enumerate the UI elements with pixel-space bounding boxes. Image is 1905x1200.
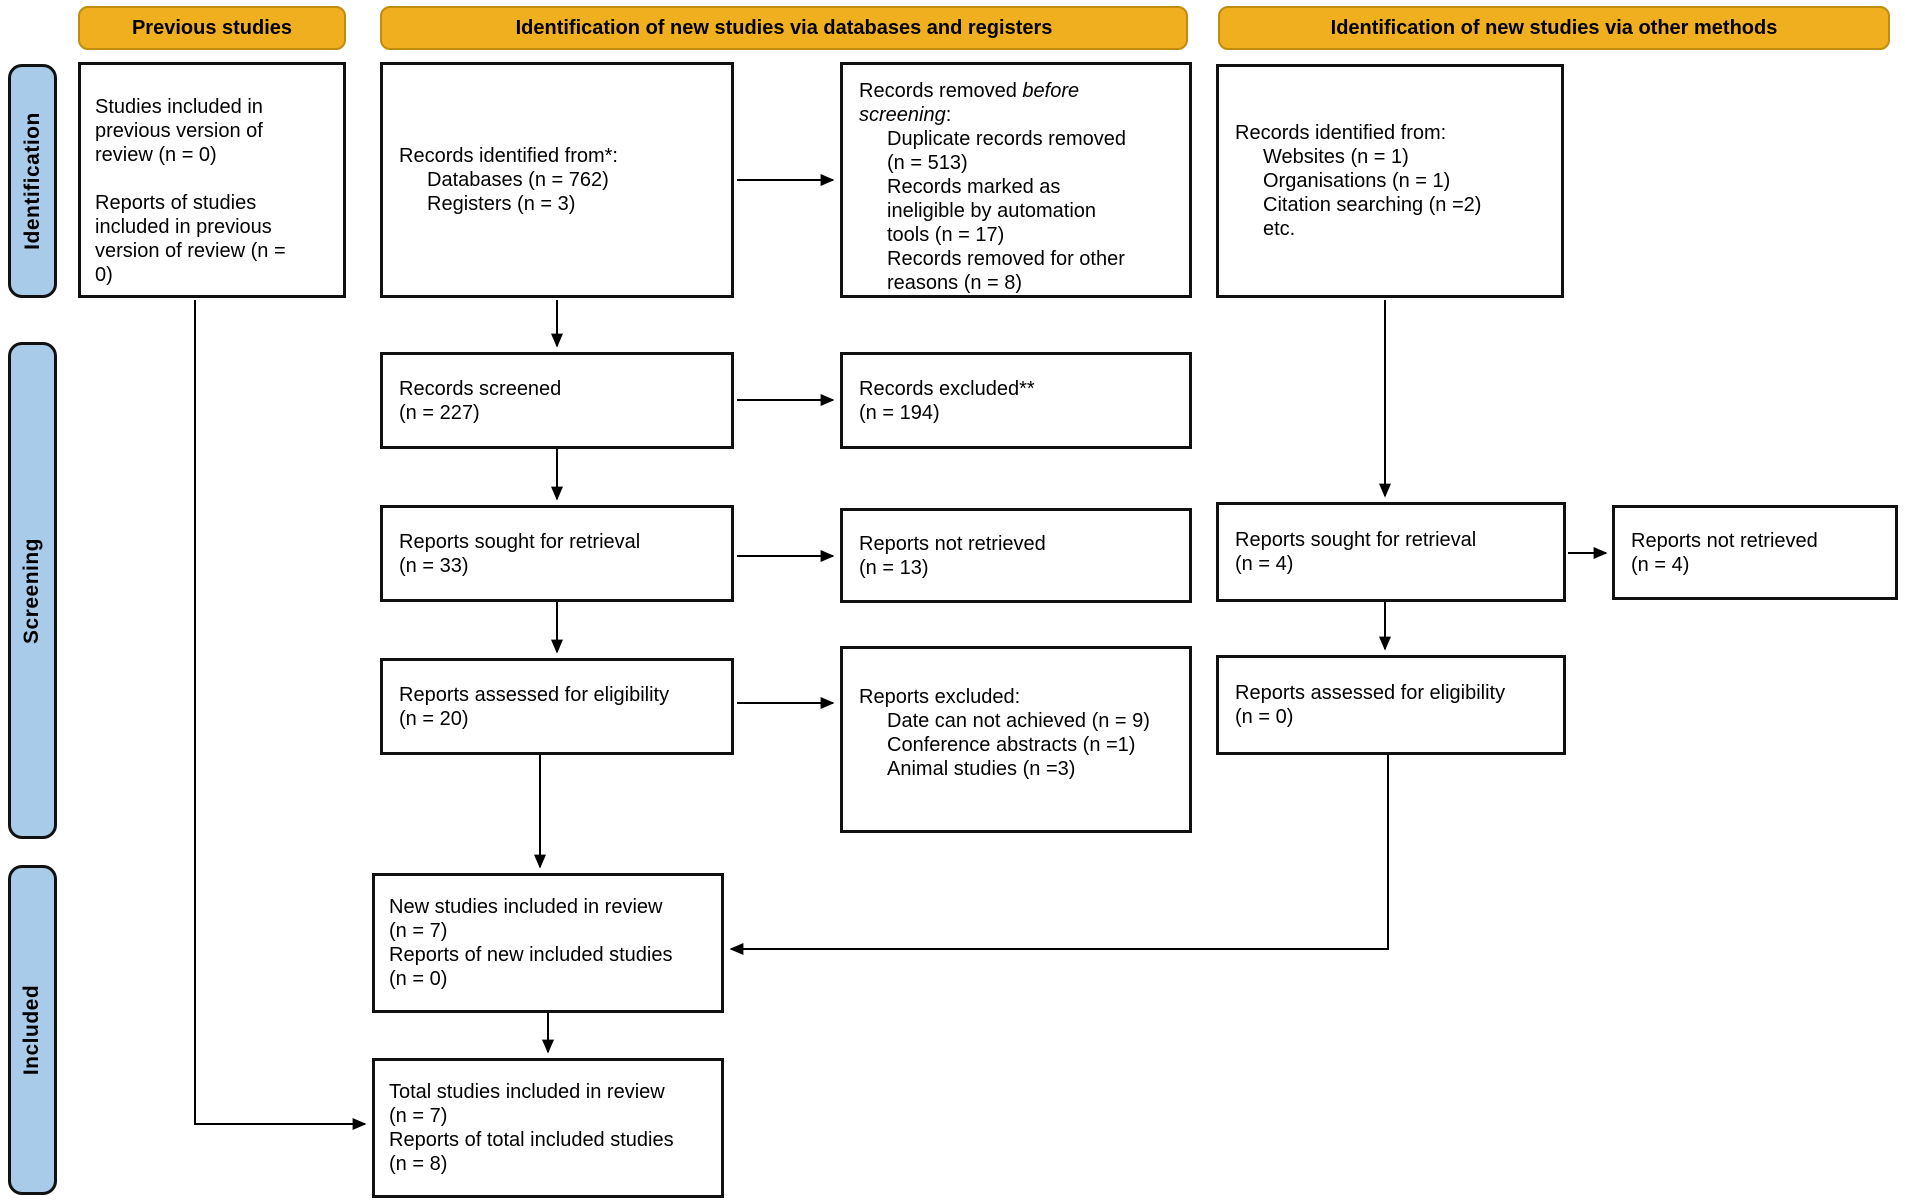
records-removed-title-italic: before screening: [859, 80, 1080, 126]
reports-assessed-other-count: (n = 0): [1235, 706, 1294, 728]
reports-new-included-label: Reports of new included studies: [389, 944, 673, 966]
phase-tab-included-label: Included: [20, 984, 44, 1076]
duplicate-records-removed: Duplicate records removed (n = 513): [887, 128, 1126, 174]
records-identified-organisations: Organisations (n = 1): [1263, 170, 1451, 192]
box-reports-not-retrieved-other: Reports not retrieved (n = 4): [1612, 505, 1898, 600]
phase-tab-screening: Screening: [8, 342, 57, 839]
phase-tab-included: Included: [8, 865, 57, 1195]
previous-studies-paragraph-2: Reports of studies included in previous …: [95, 192, 286, 286]
records-identified-websites: Websites (n = 1): [1263, 146, 1409, 168]
header-other-methods: Identification of new studies via other …: [1218, 6, 1890, 50]
records-identified-citation-searching: Citation searching (n =2): [1263, 194, 1482, 216]
records-removed-title-normal: Records removed: [859, 80, 1023, 102]
phase-tab-identification-label: Identification: [20, 112, 44, 250]
box-records-identified-databases: Records identified from*: Databases (n =…: [380, 62, 734, 298]
reports-excluded-conference: Conference abstracts (n =1): [887, 734, 1136, 756]
header-databases-registers: Identification of new studies via databa…: [380, 6, 1188, 50]
reports-excluded-animal: Animal studies (n =3): [887, 758, 1076, 780]
box-new-studies-included: New studies included in review (n = 7) R…: [372, 873, 724, 1013]
reports-assessed-databases-count: (n = 20): [399, 707, 469, 730]
total-studies-included-count: (n = 7): [389, 1105, 448, 1127]
box-records-excluded: Records excluded** (n = 194): [840, 352, 1192, 449]
new-studies-included-label: New studies included in review: [389, 896, 663, 918]
records-identified-registers-count: Registers (n = 3): [427, 193, 576, 215]
reports-sought-databases-count: (n = 33): [399, 554, 469, 577]
previous-studies-paragraph-1: Studies included in previous version of …: [95, 96, 263, 166]
records-marked-ineligible: Records marked as ineligible by automati…: [887, 176, 1097, 246]
reports-not-retrieved-databases-label: Reports not retrieved: [859, 532, 1046, 555]
reports-not-retrieved-other-count: (n = 4): [1631, 553, 1690, 576]
records-identified-databases-count: Databases (n = 762): [427, 169, 609, 191]
box-records-removed-before-screening: Records removed before screening: Duplic…: [840, 62, 1192, 298]
box-reports-excluded: Reports excluded: Date can not achieved …: [840, 646, 1192, 833]
spacer: [95, 167, 307, 191]
reports-assessed-databases-label: Reports assessed for eligibility: [399, 683, 670, 706]
box-reports-not-retrieved-databases: Reports not retrieved (n = 13): [840, 508, 1192, 603]
reports-assessed-other-label: Reports assessed for eligibility: [1235, 682, 1506, 704]
reports-excluded-date: Date can not achieved (n = 9): [887, 710, 1150, 732]
box-reports-sought-databases: Reports sought for retrieval (n = 33): [380, 505, 734, 602]
records-screened-label: Records screened: [399, 377, 562, 400]
reports-excluded-title: Reports excluded:: [859, 686, 1021, 708]
records-removed-title-colon: :: [945, 104, 952, 126]
records-removed-title: Records removed before screening:: [859, 79, 1179, 127]
box-reports-assessed-other: Reports assessed for eligibility (n = 0): [1216, 655, 1566, 755]
total-studies-included-label: Total studies included in review: [389, 1081, 665, 1103]
records-identified-other-title: Records identified from:: [1235, 122, 1447, 144]
records-identified-etc: etc.: [1263, 218, 1296, 240]
records-screened-count: (n = 227): [399, 401, 480, 424]
reports-sought-other-label: Reports sought for retrieval: [1235, 529, 1477, 551]
reports-total-included-count: (n = 8): [389, 1153, 448, 1175]
records-excluded-count: (n = 194): [859, 401, 940, 424]
header-previous-studies: Previous studies: [78, 6, 346, 50]
reports-new-included-count: (n = 0): [389, 968, 448, 990]
records-excluded-label: Records excluded**: [859, 377, 1035, 400]
phase-tab-screening-label: Screening: [20, 537, 44, 644]
box-reports-assessed-databases: Reports assessed for eligibility (n = 20…: [380, 658, 734, 755]
box-records-screened: Records screened (n = 227): [380, 352, 734, 449]
box-previous-studies: Studies included in previous version of …: [78, 62, 346, 298]
box-total-studies-included: Total studies included in review (n = 7)…: [372, 1058, 724, 1198]
reports-total-included-label: Reports of total included studies: [389, 1129, 674, 1151]
records-removed-other-reasons: Records removed for other reasons (n = 8…: [887, 248, 1125, 294]
reports-not-retrieved-databases-count: (n = 13): [859, 556, 929, 579]
new-studies-included-count: (n = 7): [389, 920, 448, 942]
records-identified-title: Records identified from*:: [399, 145, 618, 167]
phase-tab-identification: Identification: [8, 64, 57, 298]
reports-sought-other-count: (n = 4): [1235, 553, 1294, 575]
reports-not-retrieved-other-label: Reports not retrieved: [1631, 529, 1818, 552]
box-records-identified-other: Records identified from: Websites (n = 1…: [1216, 64, 1564, 298]
reports-sought-databases-label: Reports sought for retrieval: [399, 530, 641, 553]
box-reports-sought-other: Reports sought for retrieval (n = 4): [1216, 502, 1566, 602]
